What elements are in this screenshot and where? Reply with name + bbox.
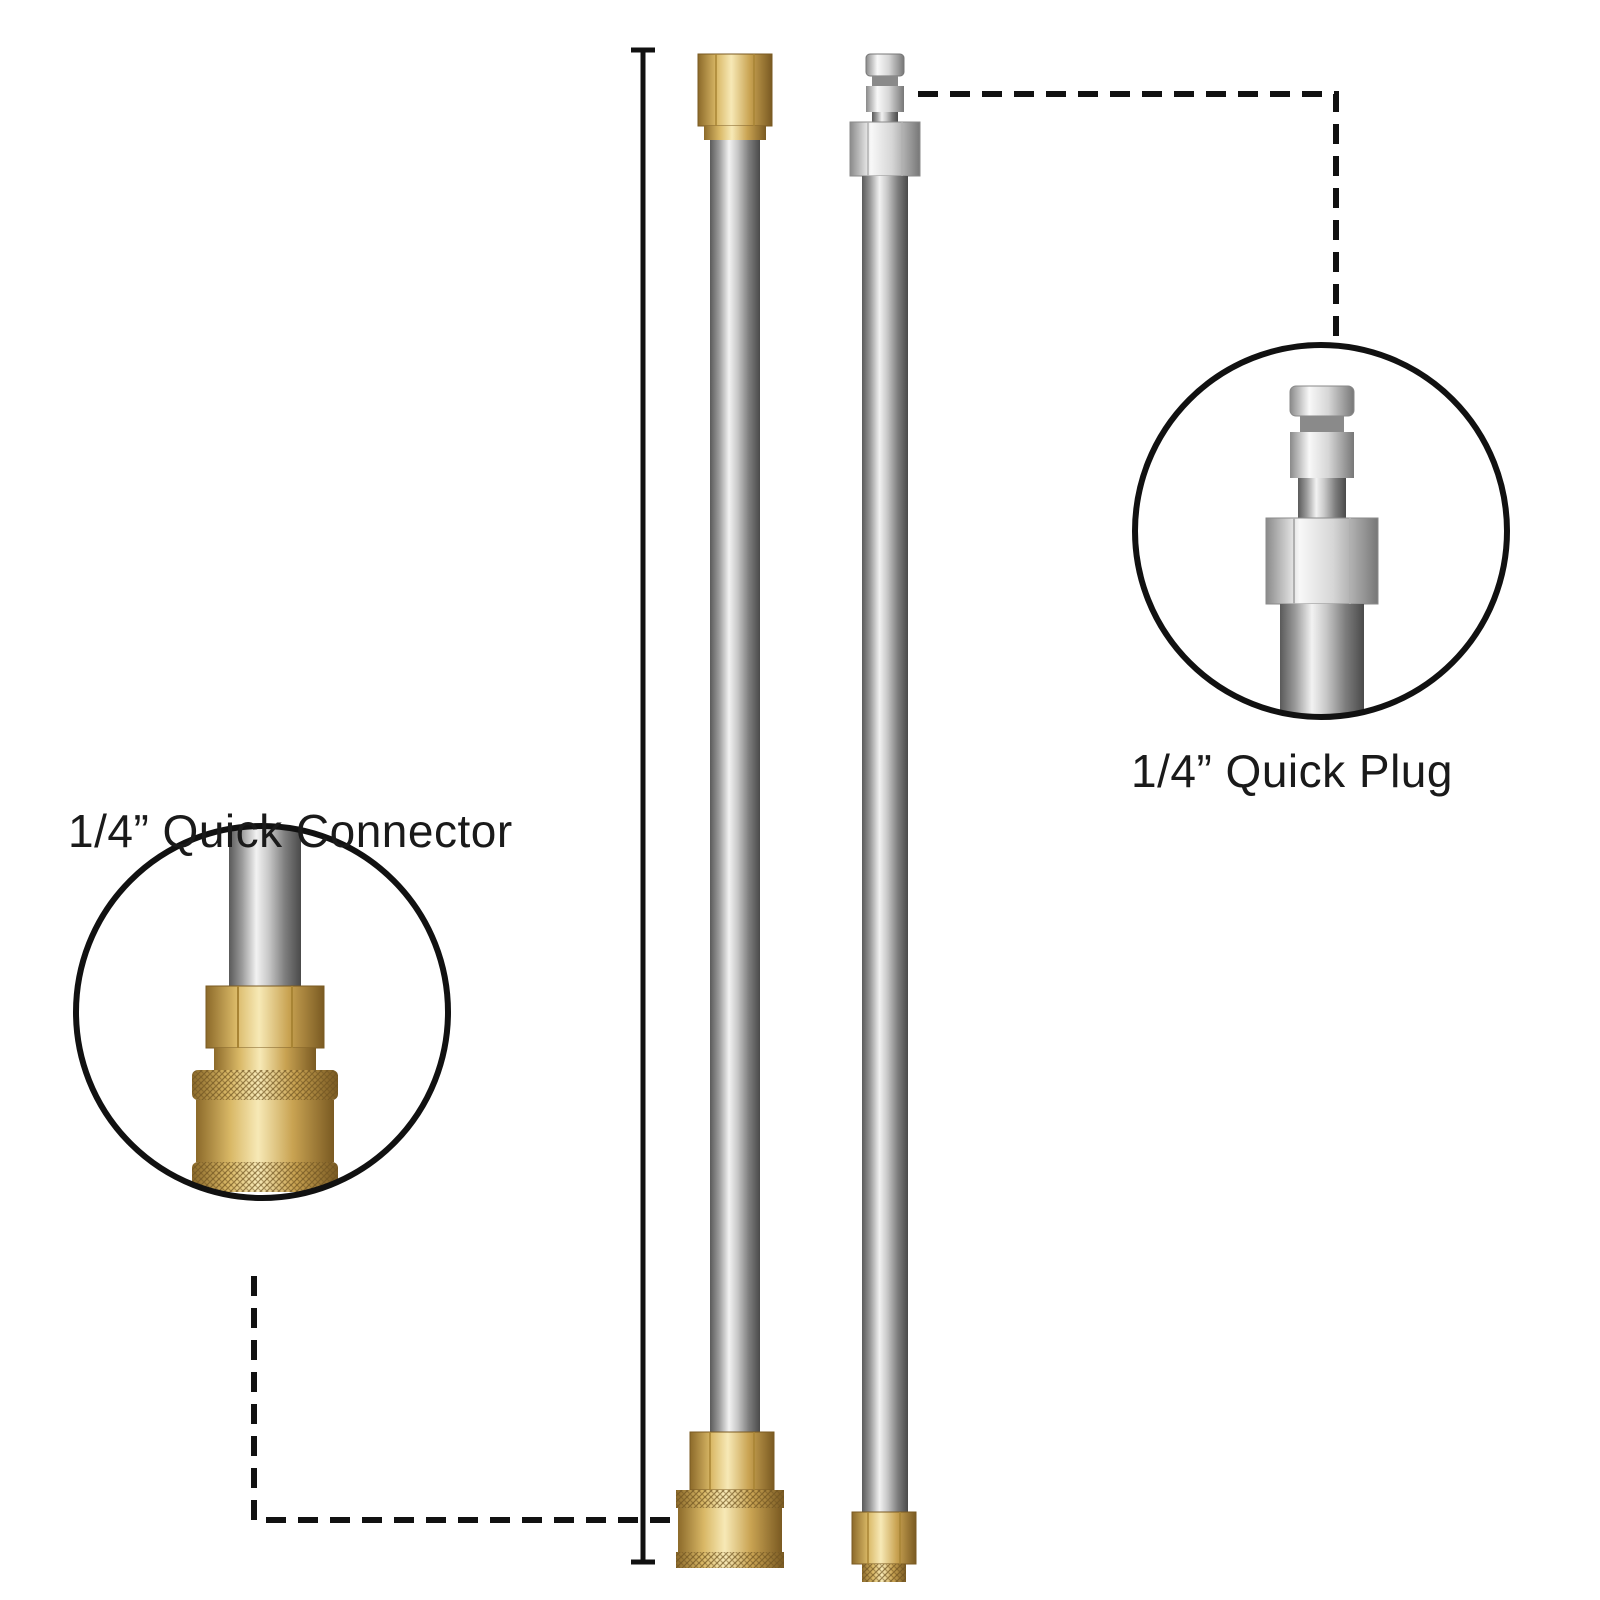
- extension-wand-with-quick-plug: [849, 53, 921, 1582]
- quick-plug-label: 1/4” Quick Plug: [1131, 745, 1453, 797]
- quick-connector-zoom-circle: [73, 823, 451, 1201]
- extension-wand-with-quick-connector: [676, 53, 784, 1568]
- connector-leader-line: [251, 1276, 674, 1523]
- quick-connector-label: 1/4” Quick Connector: [68, 805, 513, 857]
- plug-leader-line: [918, 91, 1339, 338]
- quick-plug-zoom-circle: [1132, 342, 1510, 720]
- length-dimension-line: [631, 47, 655, 1565]
